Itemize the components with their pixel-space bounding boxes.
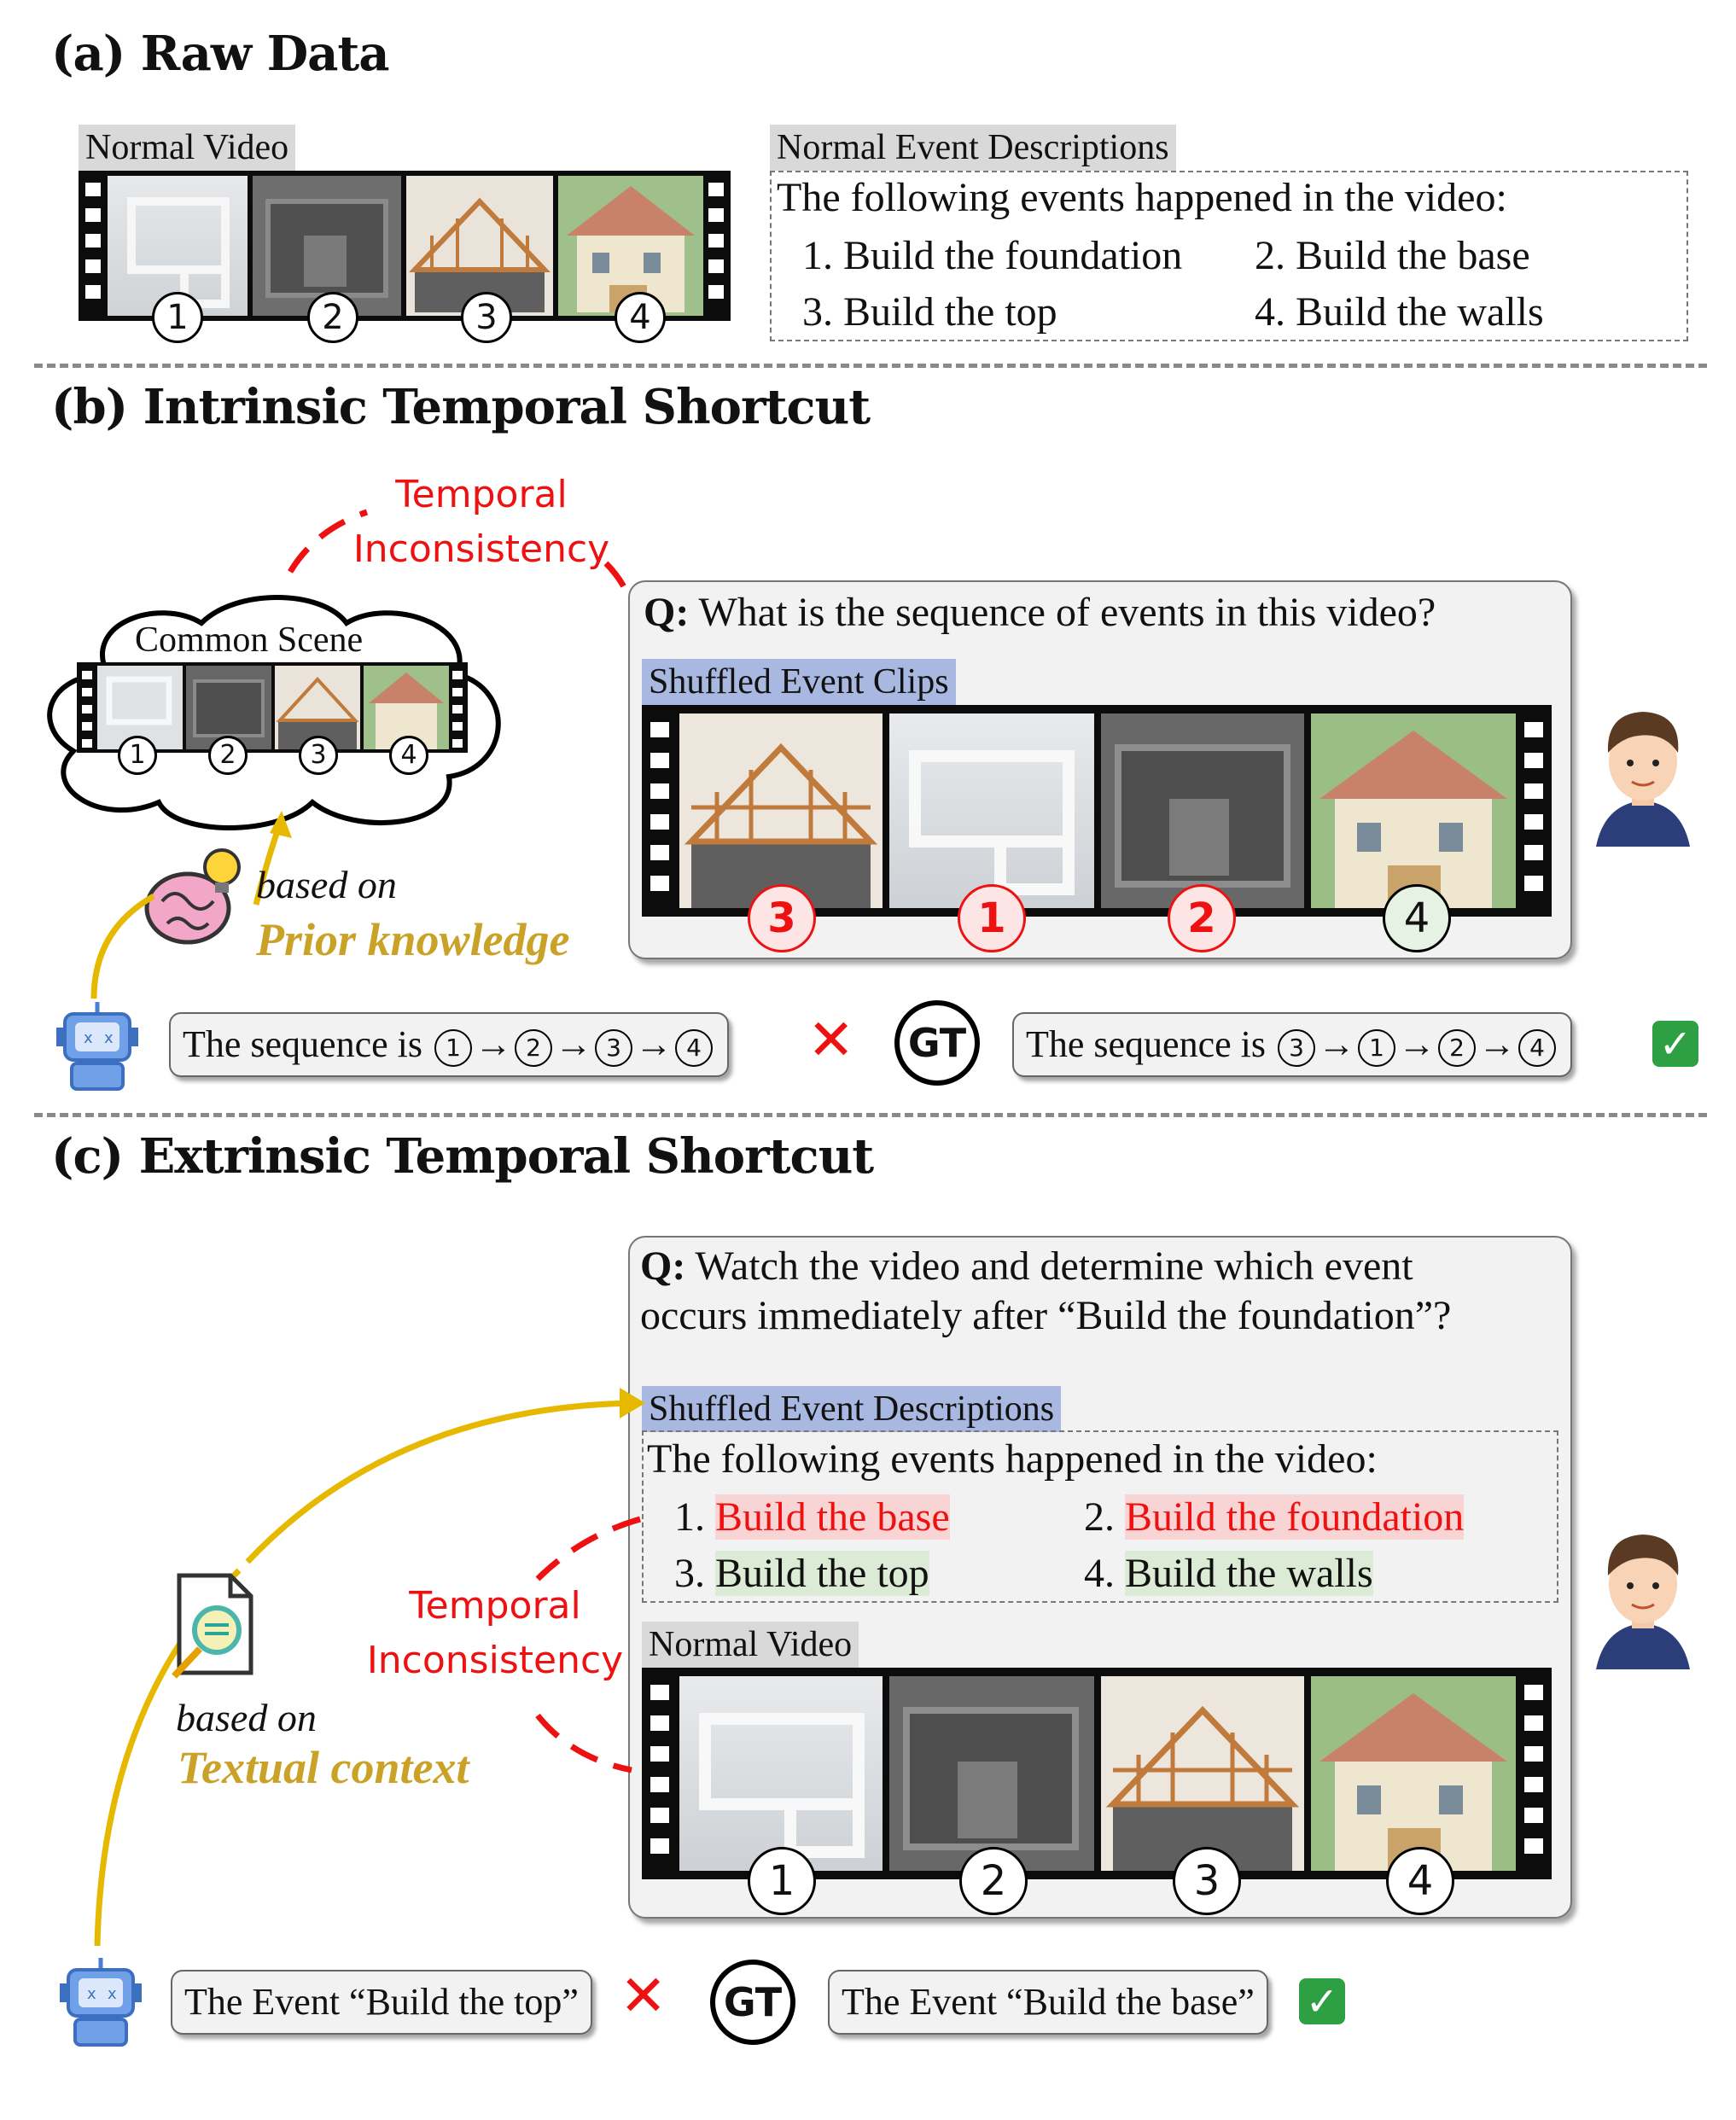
- raw-frame-number-2: 2: [307, 292, 358, 343]
- section-b-title: (b) Intrinsic Temporal Shortcut: [51, 379, 871, 435]
- based-on-label-b: based on: [256, 863, 397, 906]
- normal-event-1: 1. Build the foundation: [802, 233, 1183, 278]
- shuffled-event-3: 3. Build the top: [674, 1551, 929, 1596]
- normal-desc-intro: The following events happened in the vid…: [777, 175, 1507, 220]
- question-c-line2: occurs immediately after “Build the foun…: [640, 1293, 1452, 1338]
- cross-icon: ✕: [620, 1963, 667, 2029]
- normal-c-number-2: 2: [959, 1847, 1028, 1915]
- shuffled-event-2: 2. Build the foundation: [1084, 1494, 1465, 1540]
- cloud-number-2: 2: [208, 736, 248, 775]
- check-icon: ✓: [1652, 1021, 1698, 1067]
- gt-answer-c: The Event “Build the base”: [828, 1970, 1268, 2035]
- temporal-inconsistency-label-c: Temporal Inconsistency: [366, 1584, 624, 1682]
- check-icon: ✓: [1299, 1978, 1345, 2024]
- shuffled-event-4: 4. Build the walls: [1084, 1551, 1373, 1596]
- film-strip-raw: [79, 171, 731, 321]
- section-a-title: (a) Raw Data: [51, 26, 390, 82]
- gt-badge-b: GT: [894, 1000, 980, 1086]
- normal-c-number-3: 3: [1173, 1847, 1241, 1915]
- brain-lightbulb-icon: [144, 848, 241, 945]
- gt-answer-b: The sequence is 3→1→2→4: [1012, 1012, 1572, 1077]
- cross-icon: ✕: [807, 1007, 855, 1073]
- section-c-title: (c) Extrinsic Temporal Shortcut: [51, 1128, 874, 1185]
- based-on-label-c: based on: [176, 1696, 317, 1739]
- question-b: Q: What is the sequence of events in thi…: [644, 590, 1436, 635]
- gt-badge-c: GT: [710, 1960, 795, 2045]
- model-answer-b: The sequence is 1→2→3→4: [169, 1012, 729, 1077]
- normal-video-label-c: Normal Video: [642, 1622, 859, 1668]
- prior-knowledge-label: Prior knowledge: [256, 914, 570, 965]
- cloud-label: Common Scene: [135, 620, 364, 660]
- textual-context-label: Textual context: [178, 1742, 469, 1793]
- frame-walls: [558, 176, 703, 316]
- question-c-line1: Q: Watch the video and determine which e…: [640, 1243, 1413, 1289]
- person-avatar-icon: [1596, 712, 1690, 847]
- shuffled-event-1: 1. Build the base: [674, 1494, 950, 1540]
- shuffled-frame-foundation: [889, 713, 1094, 908]
- shuffled-desc-intro: The following events happened in the vid…: [647, 1436, 1378, 1482]
- normal-c-number-1: 1: [748, 1847, 816, 1915]
- svg-text:x: x: [104, 1029, 114, 1047]
- normal-event-descriptions-label: Normal Event Descriptions: [770, 125, 1176, 171]
- cloud-number-4: 4: [389, 736, 428, 775]
- normal-video-label: Normal Video: [79, 125, 296, 171]
- shuffled-frame-walls: [1311, 713, 1516, 908]
- shuffled-frame-top: [679, 713, 883, 908]
- normal-film-strip-c: [642, 1668, 1552, 1879]
- model-answer-c: The Event “Build the top”: [171, 1970, 592, 2035]
- shuffled-number-4: 4: [1383, 884, 1451, 952]
- temporal-inconsistency-label-b: Temporal Inconsistency: [352, 473, 610, 571]
- cloud-number-1: 1: [118, 736, 157, 775]
- shuffled-event-clips-label: Shuffled Event Clips: [642, 659, 956, 705]
- shuffled-frame-base: [1101, 713, 1304, 908]
- normal-event-3: 3. Build the top: [802, 289, 1057, 335]
- raw-frame-number-4: 4: [615, 292, 666, 343]
- shuffled-event-descriptions-label: Shuffled Event Descriptions: [642, 1386, 1062, 1432]
- prior-knowledge-arrow: [90, 811, 292, 999]
- person-avatar-icon: [1596, 1535, 1690, 1669]
- shuffled-number-3: 3: [748, 884, 816, 952]
- svg-text:x: x: [108, 1985, 117, 2003]
- shuffled-number-2: 2: [1168, 884, 1236, 952]
- shuffled-number-1: 1: [958, 884, 1026, 952]
- normal-event-descriptions-box: [770, 171, 1688, 341]
- normal-c-number-4: 4: [1386, 1847, 1454, 1915]
- document-search-icon: [172, 1573, 253, 1679]
- raw-frame-number-1: 1: [152, 292, 203, 343]
- divider-a-b: [34, 364, 1707, 368]
- svg-text:x: x: [87, 1985, 96, 2003]
- cloud-number-3: 3: [299, 736, 338, 775]
- normal-event-2: 2. Build the base: [1255, 233, 1530, 278]
- normal-event-4: 4. Build the walls: [1255, 289, 1544, 335]
- svg-text:x: x: [84, 1029, 93, 1047]
- shuffled-event-descriptions-box: [642, 1430, 1558, 1603]
- temporal-inconsistency-arc-c: [535, 1516, 641, 1773]
- divider-b-c: [34, 1113, 1707, 1117]
- raw-frame-number-3: 3: [461, 292, 512, 343]
